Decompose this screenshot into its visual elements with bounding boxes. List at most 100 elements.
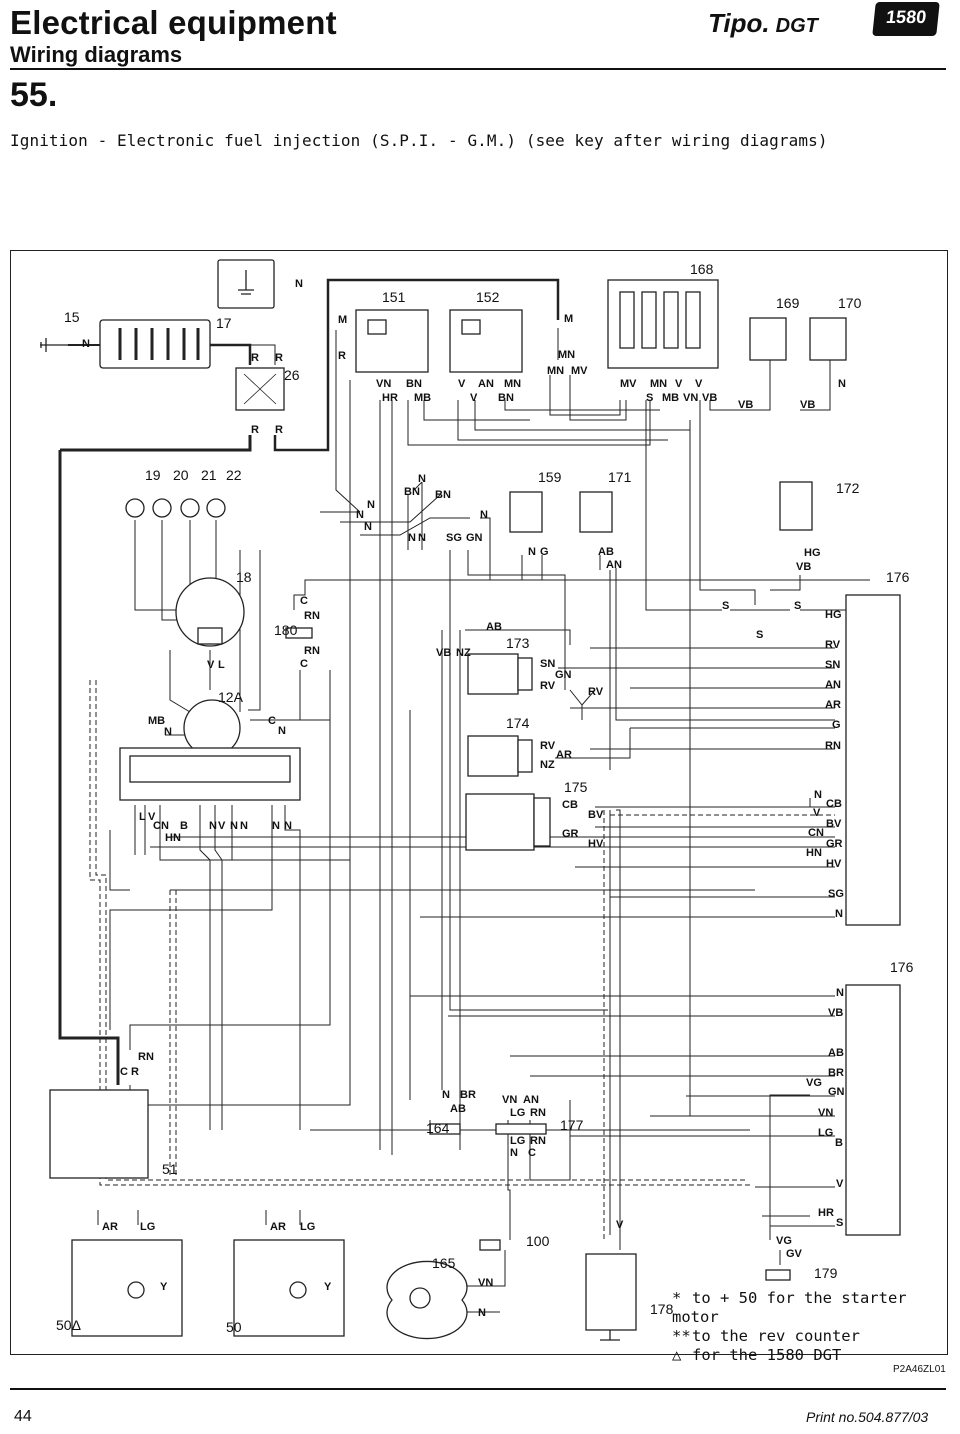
wire-color-code: S	[756, 629, 763, 641]
page-number: 44	[14, 1408, 32, 1425]
wire-color-code: R	[131, 1066, 139, 1078]
wire-color-code: RV	[825, 639, 841, 651]
wire-color-code: N	[230, 820, 238, 832]
wire-color-code: Y	[324, 1281, 332, 1293]
wires	[58, 278, 870, 1313]
component-number: 171	[608, 469, 632, 485]
wire-color-code: RV	[540, 680, 556, 692]
wire-color-code: R	[275, 352, 283, 364]
header-rule	[10, 68, 946, 70]
component-number: 15	[64, 309, 80, 325]
wire-color-code: S	[646, 392, 653, 404]
wire-color-code: L	[139, 811, 146, 823]
wire-color-code: N	[240, 820, 248, 832]
wire-color-code: N	[480, 509, 488, 521]
wire-color-code: M	[338, 314, 347, 326]
wire-color-code: MB	[662, 392, 679, 404]
wire-color-code: HR	[382, 392, 398, 404]
wire-color-code: N	[367, 499, 375, 511]
wire-color-code: AN	[478, 378, 494, 390]
wire-color-code: NZ	[540, 759, 555, 771]
wire-color-code: RN	[138, 1051, 154, 1063]
wire-color-code: MN	[558, 349, 575, 361]
component-number: 179	[814, 1265, 838, 1281]
component-number: 168	[690, 261, 714, 277]
wire-color-code: MN	[547, 365, 564, 377]
wire-color-code: N	[209, 820, 217, 832]
wire-color-code: GN	[828, 1086, 845, 1098]
wire-color-code: R	[251, 424, 259, 436]
wire-color-code: AN	[825, 679, 841, 691]
component-number: 177	[560, 1117, 584, 1133]
wire-color-code: GR	[826, 838, 843, 850]
wire-color-code: HV	[826, 858, 842, 870]
wire-color-code: C	[268, 715, 276, 727]
component-number: 178	[650, 1301, 674, 1317]
wire-color-code: R	[275, 424, 283, 436]
component-number: 176	[890, 959, 914, 975]
footer-rule	[10, 1388, 946, 1390]
wire-color-code: HG	[804, 547, 821, 559]
wire-color-code: VB	[436, 647, 451, 659]
model-badge: 1580	[872, 2, 940, 36]
wire-color-code: C	[300, 658, 308, 670]
wire-color-code: N	[478, 1307, 486, 1319]
wire-color-code: N	[284, 820, 292, 832]
wire-color-code: LG	[300, 1221, 315, 1233]
wire-color-code: MN	[504, 378, 521, 390]
component-number: 169	[776, 295, 800, 311]
wire-color-code: N	[814, 789, 822, 801]
brand-title: Tipo.DGT	[708, 8, 818, 39]
wire-color-code: AB	[486, 621, 502, 633]
wire-color-code: N	[356, 509, 364, 521]
wire-color-code: SN	[825, 659, 840, 671]
wire-color-code: RN	[530, 1135, 546, 1147]
wire-color-code: S	[836, 1217, 843, 1229]
wire-color-code: V	[836, 1178, 844, 1190]
wire-color-code: C	[120, 1066, 128, 1078]
component-number: 22	[226, 467, 242, 483]
component-number: 165	[432, 1255, 456, 1271]
wire-color-code: LG	[818, 1127, 833, 1139]
diagram-notes: *to + 50 for the starter motor **to the …	[672, 1289, 960, 1365]
wire-color-code: B	[835, 1137, 843, 1149]
wire-color-code: LG	[140, 1221, 155, 1233]
shielded-wires	[89, 680, 835, 1240]
wire-color-code: HR	[818, 1207, 834, 1219]
component-number: 151	[382, 289, 406, 305]
wire-color-code: C	[300, 595, 308, 607]
wire-color-code: N	[442, 1089, 450, 1101]
section-number: 55.	[10, 76, 58, 114]
wire-color-code: SN	[540, 658, 555, 670]
component-number: 172	[836, 480, 860, 496]
component-number: 50	[226, 1319, 242, 1335]
component-number: 159	[538, 469, 562, 485]
wire-color-code: RN	[304, 610, 320, 622]
wire-color-code: N	[278, 725, 286, 737]
wire-color-code: N	[510, 1147, 518, 1159]
wire-color-code: V	[458, 378, 466, 390]
component-number: 17	[216, 315, 232, 331]
wire-color-code: N	[408, 532, 416, 544]
wire-color-code: MN	[650, 378, 667, 390]
component-number: 174	[506, 715, 530, 731]
wire-color-code: N	[838, 378, 846, 390]
wire-color-code: R	[338, 350, 346, 362]
wire-color-code: HN	[165, 832, 181, 844]
wire-color-code: N	[528, 546, 536, 558]
wire-color-code: AR	[102, 1221, 118, 1233]
component-number: 176	[886, 569, 910, 585]
wire-color-code: AR	[556, 749, 572, 761]
wire-color-code: N	[272, 820, 280, 832]
wire-color-code: G	[832, 719, 841, 731]
wire-color-code: N	[418, 532, 426, 544]
component-number: 50Δ	[56, 1317, 81, 1333]
wire-color-code: RN	[304, 645, 320, 657]
diagram-code: P2A46ZL01	[893, 1364, 946, 1375]
wire-color-code: N	[836, 987, 844, 999]
wire-color-code: BN	[435, 489, 451, 501]
wire-color-code: B	[180, 820, 188, 832]
wire-color-code: VN	[818, 1107, 833, 1119]
wire-color-code: V	[695, 378, 703, 390]
